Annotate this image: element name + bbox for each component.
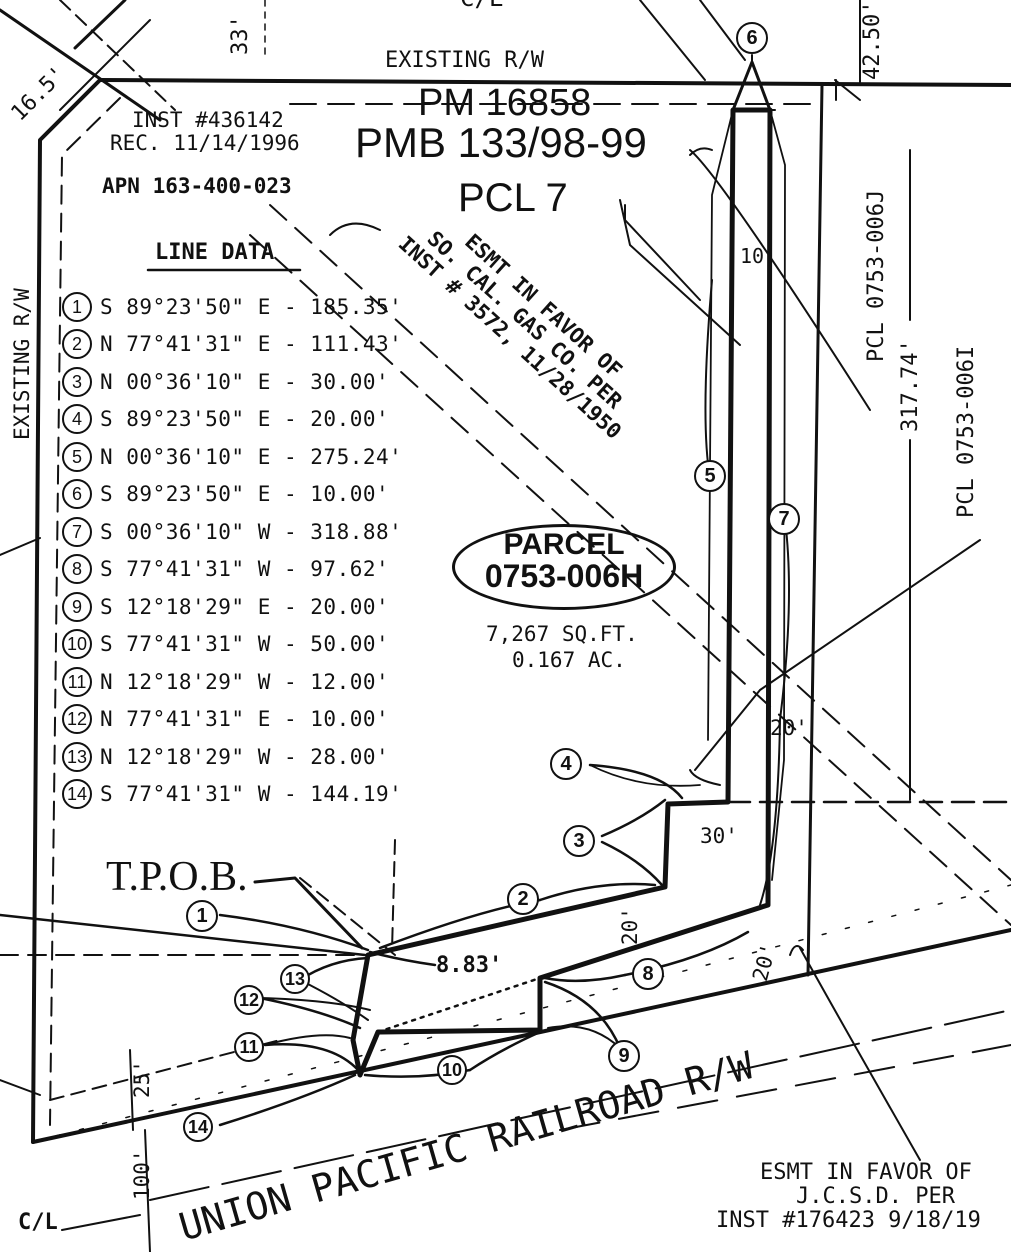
line-data-bearing: N 77°41'31" E - 10.00' [100, 707, 390, 732]
dim-33-label: 33' [228, 15, 253, 55]
rec-label: REC. 11/14/1996 [110, 131, 300, 155]
callout-14: 14 [183, 1112, 213, 1142]
line-data-bearing: N 12°18'29" W - 12.00' [100, 669, 390, 694]
line-data-bearing: S 00°36'10" W - 318.88' [100, 519, 403, 544]
line-data-row: 3 N 00°36'10" E - 30.00' [62, 363, 402, 401]
line-data-bearing: N 00°36'10" E - 30.00' [100, 369, 390, 394]
callout-10: 10 [437, 1055, 467, 1085]
existing-rw-top-label: EXISTING R/W [385, 48, 544, 73]
line-data-number: 1 [62, 291, 92, 322]
callout-3: 3 [563, 825, 595, 857]
line-data-bearing: S 89°23'50" E - 185.35' [100, 294, 403, 319]
parcel-label-2: 0753-006H [484, 558, 644, 594]
callout-11: 11 [234, 1032, 264, 1062]
dim-42-50-label: 42.50' [860, 0, 885, 80]
inst-label: INST #436142 [132, 108, 284, 132]
line-data-number: 8 [62, 554, 92, 585]
line-data-row: 7 S 00°36'10" W - 318.88' [62, 513, 402, 551]
callout-8: 8 [632, 958, 664, 990]
line-data-bearing: S 12°18'29" E - 20.00' [100, 594, 390, 619]
esmt-jcsd-line1: ESMT IN FAVOR OF [760, 1160, 972, 1185]
esmt-jcsd-line3: INST #176423 9/18/19 [716, 1208, 981, 1233]
line-data-title: LINE DATA [155, 240, 275, 265]
line-data-row: 2 N 77°41'31" E - 111.43' [62, 326, 402, 364]
line-data-bearing: N 00°36'10" E - 275.24' [100, 444, 403, 469]
inner-dashed-boundary [49, 97, 121, 1126]
existing-rw-left-label: EXISTING R/W [10, 288, 34, 440]
line-data-bearing: S 89°23'50" E - 10.00' [100, 482, 390, 507]
line-data-number: 4 [62, 404, 92, 435]
line-data-number: 10 [62, 629, 92, 660]
dim-20-b-label: 20' [618, 907, 642, 945]
line-data-row: 5 N 00°36'10" E - 275.24' [62, 438, 402, 476]
line-data-number: 7 [62, 516, 92, 547]
dim-317-74-label: 317.74' [898, 339, 923, 432]
callout-2: 2 [507, 883, 539, 915]
pmb-label: PMB 133/98-99 [355, 119, 647, 166]
dim-100-label: 100' [130, 1149, 154, 1200]
dim-25-label: 25' [130, 1060, 154, 1098]
parcel-area-sqft: 7,267 SQ.FT. [486, 622, 638, 646]
line-data-row: 1 S 89°23'50" E - 185.35' [62, 288, 402, 326]
line-data-number: 13 [62, 741, 92, 772]
pcl-006i-label: PCL 0753-006I [954, 345, 979, 518]
line-data-bearing: S 77°41'31" W - 144.19' [100, 782, 403, 807]
line-data-number: 5 [62, 441, 92, 472]
line-data-number: 3 [62, 366, 92, 397]
line-data-bearing: N 12°18'29" W - 28.00' [100, 744, 390, 769]
line-data-bearing: S 77°41'31" W - 50.00' [100, 632, 390, 657]
line-data-number: 12 [62, 704, 92, 735]
pm-label: PM 16858 [418, 82, 592, 124]
callout-5: 5 [694, 460, 726, 492]
dim-8-83-label: 8.83' [436, 953, 503, 978]
line-data-row: 14 S 77°41'31" W - 144.19' [62, 776, 402, 814]
callout-6: 6 [736, 22, 768, 54]
apn-label: APN 163-400-023 [102, 174, 292, 198]
line-data-row: 4 S 89°23'50" E - 20.00' [62, 401, 402, 439]
line-data-number: 14 [62, 779, 92, 810]
railroad-rw-line [31, 928, 1011, 1144]
line-data-bearing: N 77°41'31" E - 111.43' [100, 332, 403, 357]
line-data-number: 11 [62, 666, 92, 697]
cl-top-label: C/L [460, 0, 503, 10]
left-boundary-line [31, 78, 102, 1144]
line-data-number: 9 [62, 591, 92, 622]
line-data-row: 13 N 12°18'29" W - 28.00' [62, 738, 402, 776]
callout-12: 12 [234, 985, 264, 1015]
parcel-label-1: PARCEL [503, 528, 625, 561]
dim-10-label: 10' [740, 244, 777, 268]
existing-rw-top-line [98, 78, 1011, 87]
cl-bottom-label: C/L [18, 1210, 58, 1235]
pcl-006j-label: PCL 0753-006J [864, 189, 889, 362]
esmt-jcsd-line2: J.C.S.D. PER [796, 1184, 955, 1209]
parcel-area-ac: 0.167 AC. [512, 648, 626, 672]
line-data-row: 10 S 77°41'31" W - 50.00' [62, 626, 402, 664]
right-boundary-line [806, 83, 824, 977]
callout-7: 7 [768, 503, 800, 535]
line-data-row: 11 N 12°18'29" W - 12.00' [62, 663, 402, 701]
line-data-number: 2 [62, 329, 92, 360]
dim-20-a-label: 20' [770, 716, 808, 740]
callout-1: 1 [186, 900, 218, 932]
line-data-row: 12 N 77°41'31" E - 10.00' [62, 701, 402, 739]
line-data-row: 9 S 12°18'29" E - 20.00' [62, 588, 402, 626]
callout-4: 4 [550, 748, 582, 780]
dim-30-label: 30' [700, 824, 738, 848]
tpob-label: T.P.O.B. [106, 854, 248, 900]
line-data-bearing: S 89°23'50" E - 20.00' [100, 407, 390, 432]
callout-9: 9 [608, 1040, 640, 1072]
line-data-row: 8 S 77°41'31" W - 97.62' [62, 551, 402, 589]
line-data-bearing: S 77°41'31" W - 97.62' [100, 557, 390, 582]
line-data-number: 6 [62, 479, 92, 510]
callout-13: 13 [280, 964, 310, 994]
parcel-oval: PARCEL 0753-006H [452, 524, 676, 610]
line-data-table: 1 S 89°23'50" E - 185.35' 2 N 77°41'31" E -… [62, 288, 402, 813]
parcel-outline [350, 107, 773, 1078]
pcl7-label: PCL 7 [458, 176, 568, 220]
line-data-row: 6 S 89°23'50" E - 10.00' [62, 476, 402, 514]
